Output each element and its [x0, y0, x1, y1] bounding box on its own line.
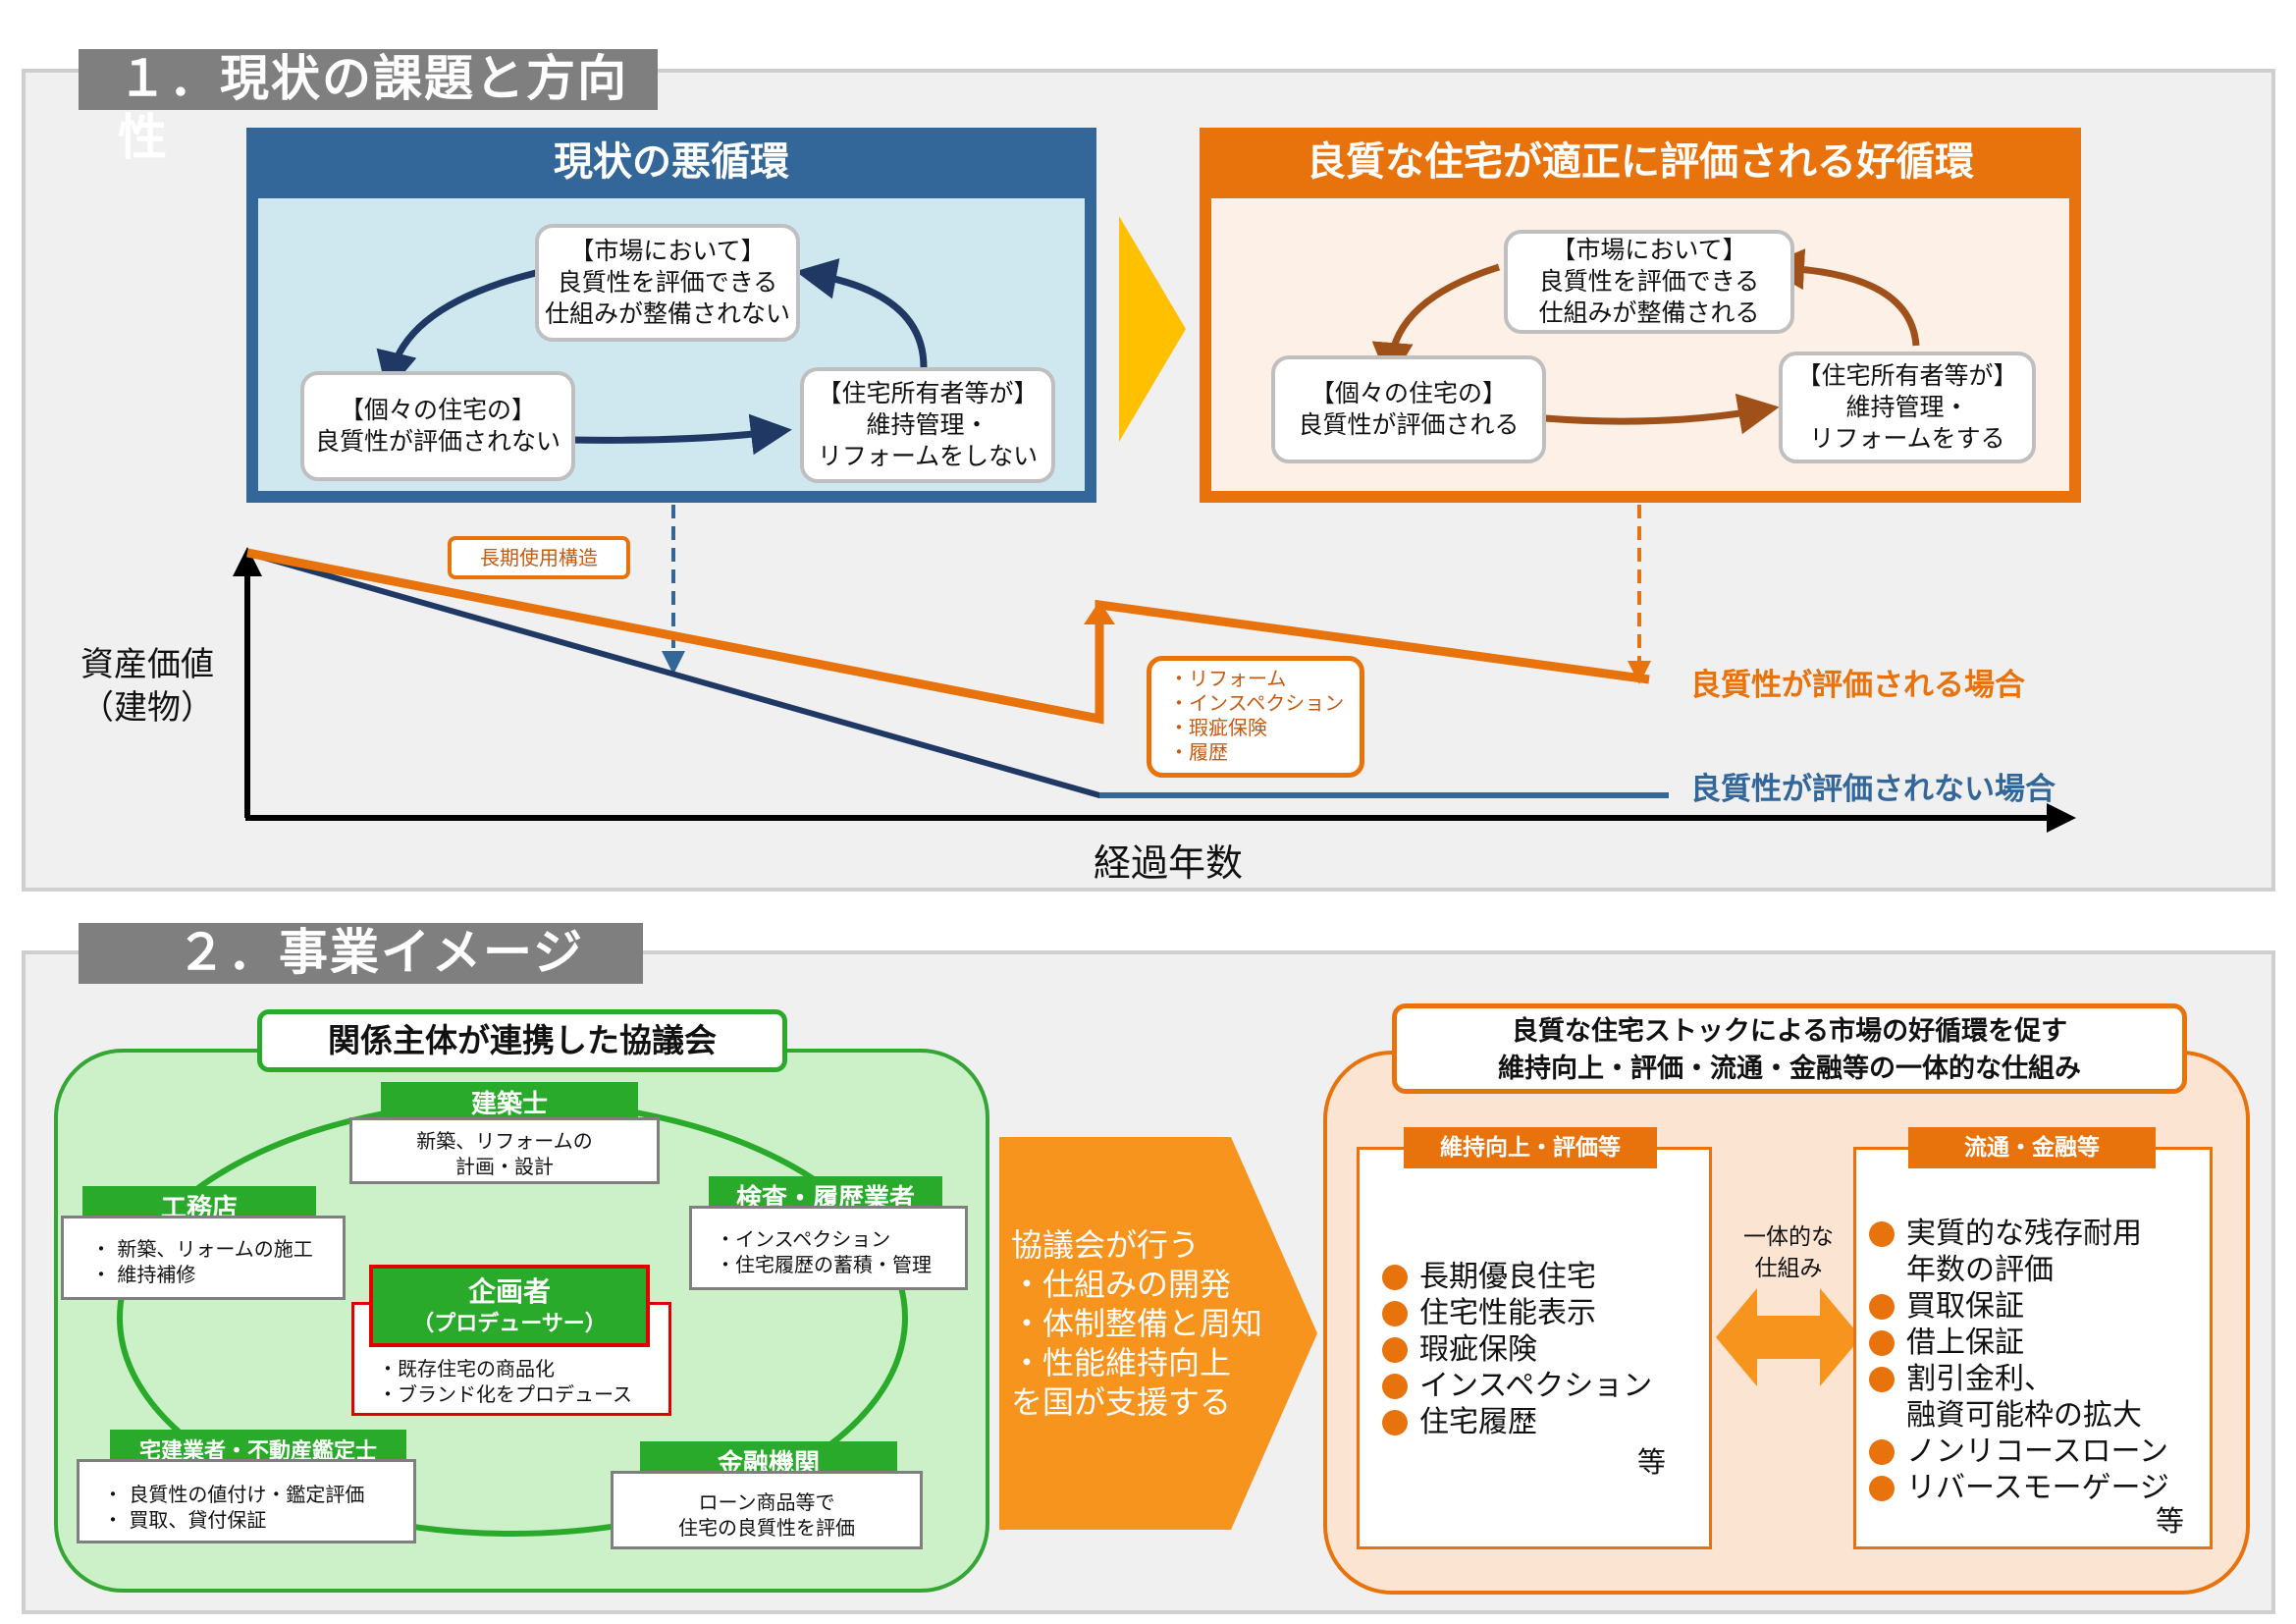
- bullet-icon: [1869, 1366, 1895, 1392]
- actor-finance-desc: ローン商品等で 住宅の良質性を評価: [611, 1471, 923, 1549]
- finance-list: 実質的な残存耐用 年数の評価 買取保証 借上保証 割引金利、 融資可能枠の拡大 …: [1869, 1216, 2208, 1506]
- vicious-cycle-arrows: [376, 258, 928, 456]
- x-axis-label: 経過年数: [1093, 841, 1243, 885]
- line-not-evaluated-label: 良質性が評価されない場合: [1690, 772, 2056, 807]
- support-arrow: [999, 1137, 1317, 1530]
- list-item: 住宅履歴: [1382, 1404, 1696, 1440]
- section1-title: １．現状の課題と方向性: [79, 49, 658, 166]
- list-item: 瑕疵保険: [1382, 1331, 1696, 1368]
- maintenance-box: [1357, 1147, 1712, 1549]
- list-item: 年数の評価: [1906, 1253, 2054, 1287]
- maintenance-etc: 等: [1637, 1445, 1667, 1479]
- list-item: インスペクション: [1382, 1368, 1696, 1404]
- maintenance-header: 維持向上・評価等: [1404, 1127, 1657, 1168]
- actor-builder-desc: ・ 新築、リォームの施工 ・ 維持補修: [61, 1216, 346, 1300]
- vicious-node-owner: 【住宅所有者等が】 維持管理・ リフォームをしない: [800, 367, 1055, 483]
- actor-realtor-desc: ・ 良質性の値付け・鑑定評価 ・ 買取、貸付保証: [77, 1459, 416, 1543]
- jump-arrow-head: [1084, 601, 1115, 624]
- double-arrow-icon: [1716, 1288, 1861, 1386]
- bullet-icon: [1869, 1220, 1895, 1247]
- vicious-node-house: 【個々の住宅の】 良質性が評価されない: [300, 371, 575, 481]
- bullet-icon: [1869, 1475, 1895, 1501]
- virtuous-node-house: 【個々の住宅の】 良質性が評価される: [1271, 355, 1546, 463]
- list-item: 実質的な残存耐用: [1869, 1216, 2208, 1252]
- finance-etc: 等: [2156, 1504, 2185, 1538]
- list-item: リバースモーゲージ: [1869, 1470, 2208, 1506]
- integration-label: 一体的な 仕組み: [1743, 1224, 1834, 1281]
- line-not-evaluated: [246, 550, 1669, 798]
- council-title: 関係主体が連携した協議会: [257, 1009, 787, 1072]
- actor-architect-desc: 新築、リフォームの 計画・設計: [349, 1117, 660, 1184]
- list-item: 買取保証: [1869, 1288, 2208, 1325]
- list-item: 融資可能枠の拡大: [1906, 1398, 2142, 1433]
- bullet-icon: [1869, 1293, 1895, 1320]
- bullet-icon: [1382, 1336, 1408, 1363]
- list-item: 借上保証: [1869, 1325, 2208, 1361]
- bullet-icon: [1382, 1300, 1408, 1326]
- finance-header: 流通・金融等: [1908, 1127, 2156, 1168]
- support-arrow-text: 協議会が行う ・仕組みの開発 ・体制整備と周知 ・性能維持向上 を国が支援する: [1011, 1226, 1263, 1421]
- list-item: 割引金利、: [1869, 1361, 2208, 1397]
- bullet-icon: [1382, 1264, 1408, 1290]
- list-item: ノンリコースローン: [1869, 1434, 2208, 1470]
- actor-producer-name: 企画者 （プロデューサー）: [369, 1265, 650, 1347]
- maintenance-list: 長期優良住宅 住宅性能表示 瑕疵保険 インスペクション 住宅履歴: [1382, 1259, 1696, 1440]
- line-evaluated: [246, 548, 1650, 725]
- virtuous-node-owner: 【住宅所有者等が】 維持管理・ リフォームをする: [1779, 352, 2036, 463]
- list-item: 住宅性能表示: [1382, 1295, 1696, 1331]
- long-term-structure-label: 長期使用構造: [448, 536, 630, 579]
- vicious-cycle-header: 現状の悪循環: [554, 139, 789, 185]
- finance-box: [1853, 1147, 2213, 1549]
- list-item: 長期優良住宅: [1382, 1259, 1696, 1295]
- bullet-icon: [1869, 1438, 1895, 1465]
- asset-value-graph: [233, 505, 2076, 833]
- virtuous-cycle-header: 良質な住宅が適正に評価される好循環: [1307, 139, 1974, 185]
- line-evaluated-label: 良質性が評価される場合: [1690, 668, 2025, 703]
- framework-title: 良質な住宅ストックによる市場の好循環を促す 維持向上・評価・流通・金融等の一体的…: [1392, 1003, 2187, 1094]
- bullet-icon: [1382, 1373, 1408, 1399]
- virtuous-node-market: 【市場において】 良質性を評価できる 仕組みが整備される: [1504, 230, 1794, 334]
- transition-arrow: [1119, 216, 1186, 442]
- section2-title: ２．事業イメージ: [79, 923, 643, 984]
- improvement-callout: ・リフォーム ・インスペクション ・瑕疵保険 ・履歴: [1147, 656, 1364, 778]
- bullet-icon: [1869, 1329, 1895, 1356]
- bullet-icon: [1382, 1409, 1408, 1435]
- virtuous-cycle-arrows: [1371, 248, 1920, 435]
- y-axis-label: 資産価値 （建物）: [80, 645, 214, 728]
- vicious-node-market: 【市場において】 良質性を評価できる 仕組みが整備されない: [535, 224, 800, 342]
- actor-inspector-desc: ・インスペクション ・住宅履歴の蓄積・管理: [689, 1206, 968, 1290]
